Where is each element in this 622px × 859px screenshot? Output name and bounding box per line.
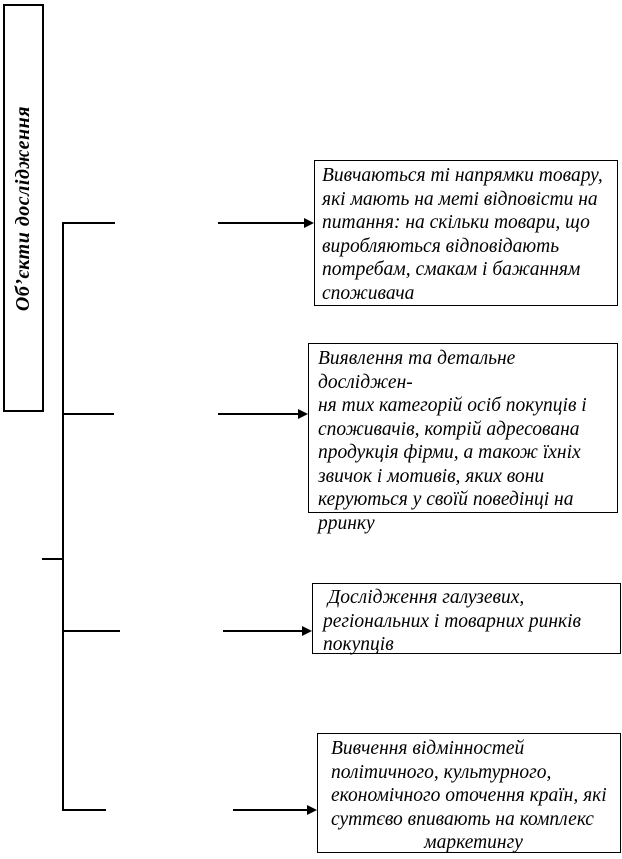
research-box-4-text-centered: маркетингу (424, 832, 523, 853)
research-box-4-text: Вивчення відмінностей політичного, культ… (331, 738, 607, 830)
connector-branch3-left (62, 630, 120, 632)
connector-branch3-right (223, 630, 303, 632)
research-box-2: Виявлення та детальне досліджен- ня тих … (308, 343, 618, 534)
side-label-box: Об’єкти дослідження (3, 4, 44, 412)
connector-branch4-left (62, 809, 106, 811)
connector-branch2-left (62, 413, 114, 415)
research-box-3-text: Дослідження галузевих, регіональних і то… (323, 587, 582, 655)
connector-trunk (62, 222, 64, 811)
research-box-3: Дослідження галузевих, регіональних і то… (312, 583, 621, 655)
connector-branch4-right (233, 809, 308, 811)
connector-side-stub (42, 558, 62, 560)
research-box-1-text: Вивчаються ті напрямки товару, які мають… (322, 165, 603, 304)
arrow-right-icon-branch4 (307, 805, 317, 815)
arrow-right-icon-branch2 (298, 409, 308, 419)
research-box-4: Вивчення відмінностей політичного, культ… (317, 733, 621, 853)
connector-branch1-left (62, 222, 115, 224)
side-label: Об’єкти дослідження (12, 105, 34, 311)
arrow-right-icon-branch1 (304, 218, 314, 228)
arrow-right-icon-branch3 (302, 626, 312, 636)
connector-branch1-right (218, 222, 305, 224)
connector-branch2-right (218, 413, 299, 415)
research-box-2-text: Виявлення та детальне досліджен- ня тих … (318, 348, 587, 534)
research-box-1: Вивчаються ті напрямки товару, які мають… (314, 160, 618, 306)
